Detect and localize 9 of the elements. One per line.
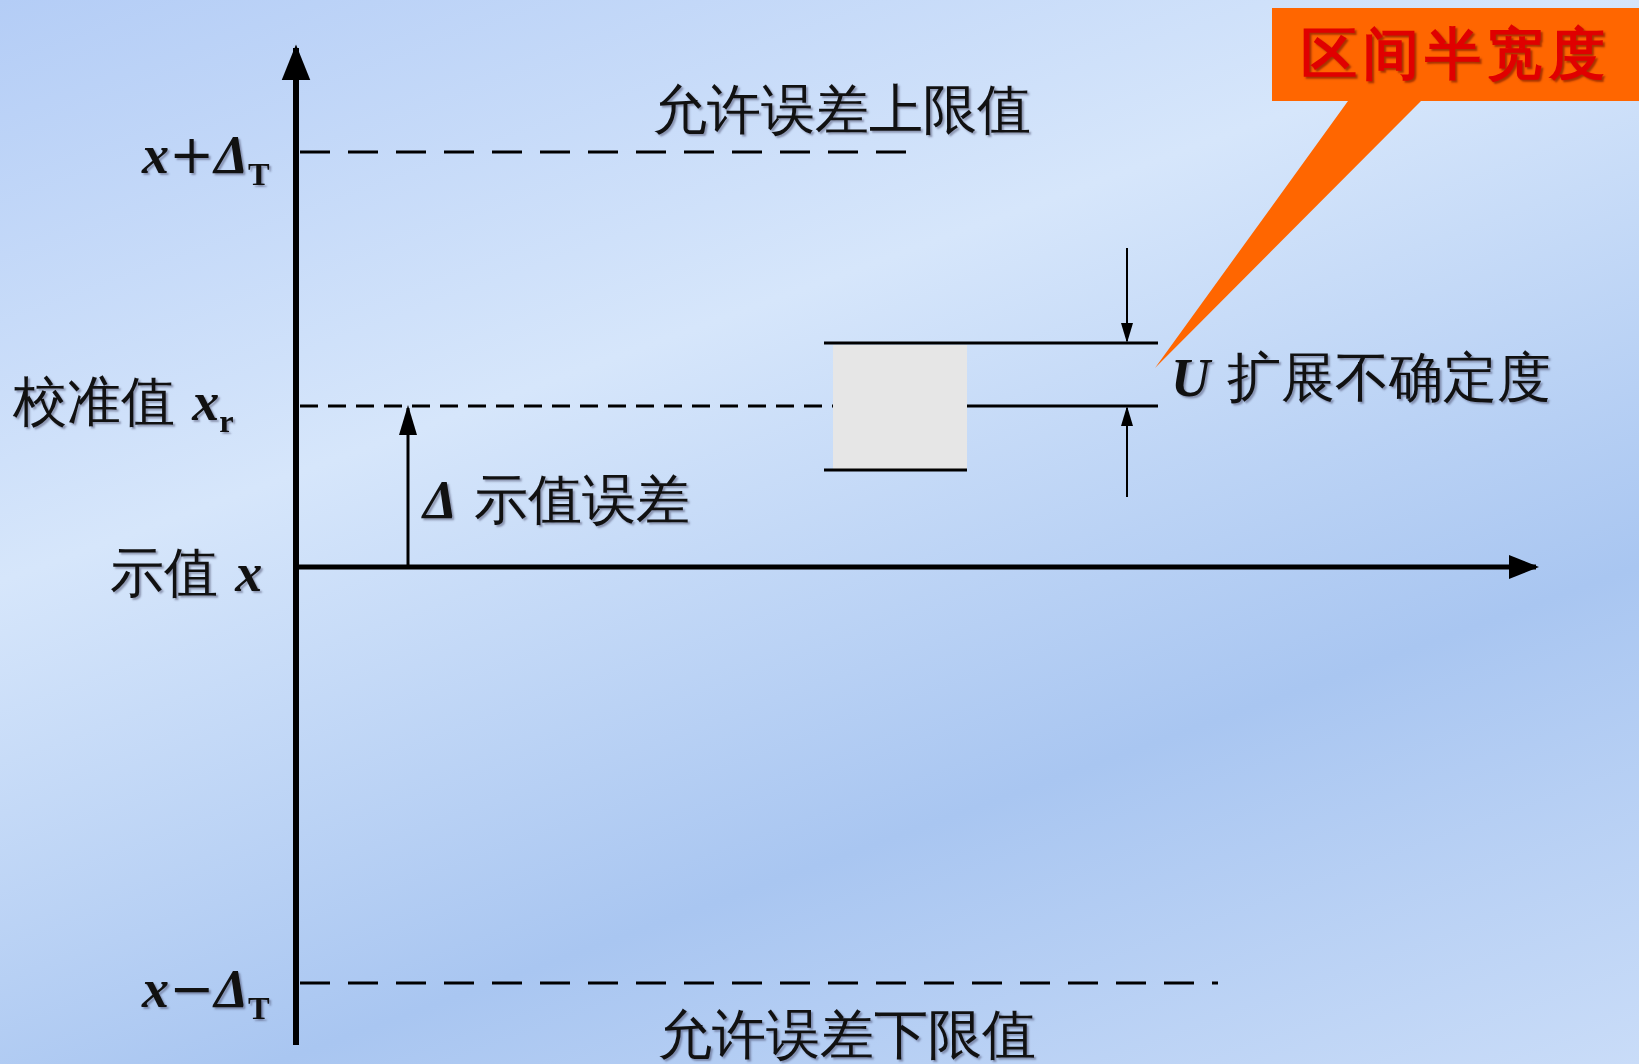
axis-label: x+Δ$_{T}$ — [142, 128, 270, 191]
limit-label: 允许误差上限值 — [653, 83, 1031, 137]
axis-label: 校准值 x$_{r}$ — [13, 375, 234, 438]
limit-label: 允许误差下限值 — [658, 1008, 1036, 1062]
dimension-label: U 扩展不确定度 — [1171, 351, 1552, 405]
axis-label: 示值 x — [110, 546, 263, 600]
axis-label: x−Δ$_{T}$ — [142, 962, 270, 1025]
dimension-label: Δ 示值误差 — [423, 473, 691, 527]
callout-text: 区间半宽度 — [1300, 18, 1611, 88]
